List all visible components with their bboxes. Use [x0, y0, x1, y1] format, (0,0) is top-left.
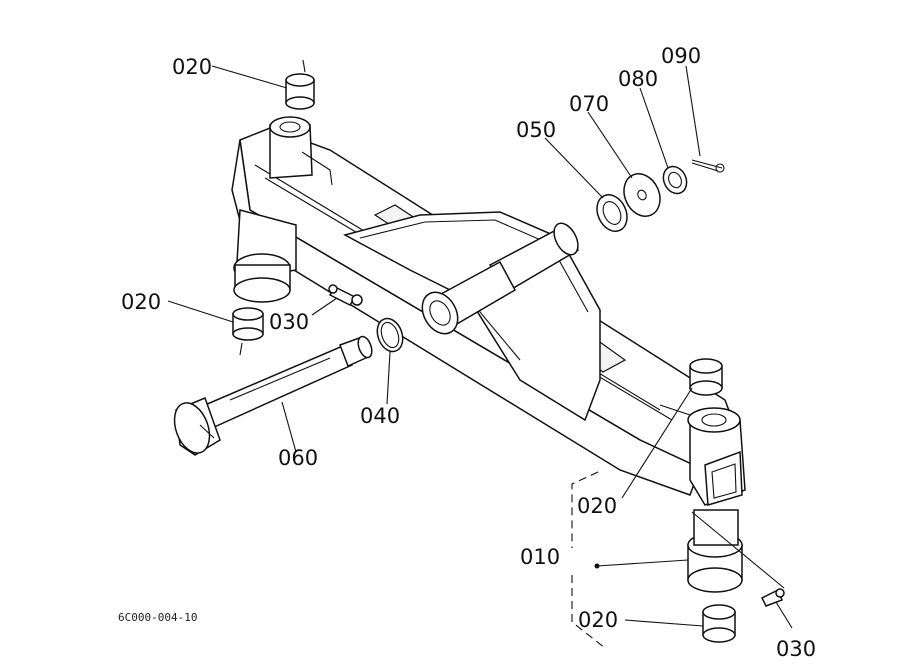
bushing-020-top: [285, 59, 315, 110]
drawing-code: 6C000-004-10: [118, 611, 197, 624]
callout-040: 040: [360, 404, 400, 428]
callout-020-top-left: 020: [172, 55, 212, 79]
callout-020-right: 020: [577, 494, 617, 518]
washer-070: [623, 173, 661, 217]
callout-090: 090: [661, 44, 701, 68]
callout-080: 080: [618, 67, 658, 91]
callout-010: 010: [520, 545, 560, 569]
grease-fitting-030-center: [328, 284, 363, 306]
left-kingpin-boss: [233, 116, 333, 303]
callout-070: 070: [569, 92, 609, 116]
axle-beam: [231, 127, 741, 496]
o-ring-040: [376, 317, 404, 353]
bearing-050: [596, 194, 628, 232]
assembly-bracket-010: [571, 471, 689, 649]
nut-080: [662, 165, 688, 195]
bushing-020-right: [689, 358, 723, 396]
callout-050: 050: [516, 118, 556, 142]
callout-030-bottom: 030: [776, 637, 816, 661]
leader-lines: [167, 65, 793, 629]
grease-fitting-030-bottom: [760, 588, 785, 607]
cotter-pin-090: [691, 159, 725, 173]
callout-020-left: 020: [121, 290, 161, 314]
bushing-020-bottom: [702, 604, 736, 643]
right-kingpin-boss: [687, 407, 746, 593]
callout-060: 060: [278, 446, 318, 470]
callout-030-center: 030: [269, 310, 309, 334]
pivot-pin-060: [173, 335, 373, 456]
callout-020-bottom: 020: [578, 608, 618, 632]
bushing-020-left: [232, 307, 264, 356]
